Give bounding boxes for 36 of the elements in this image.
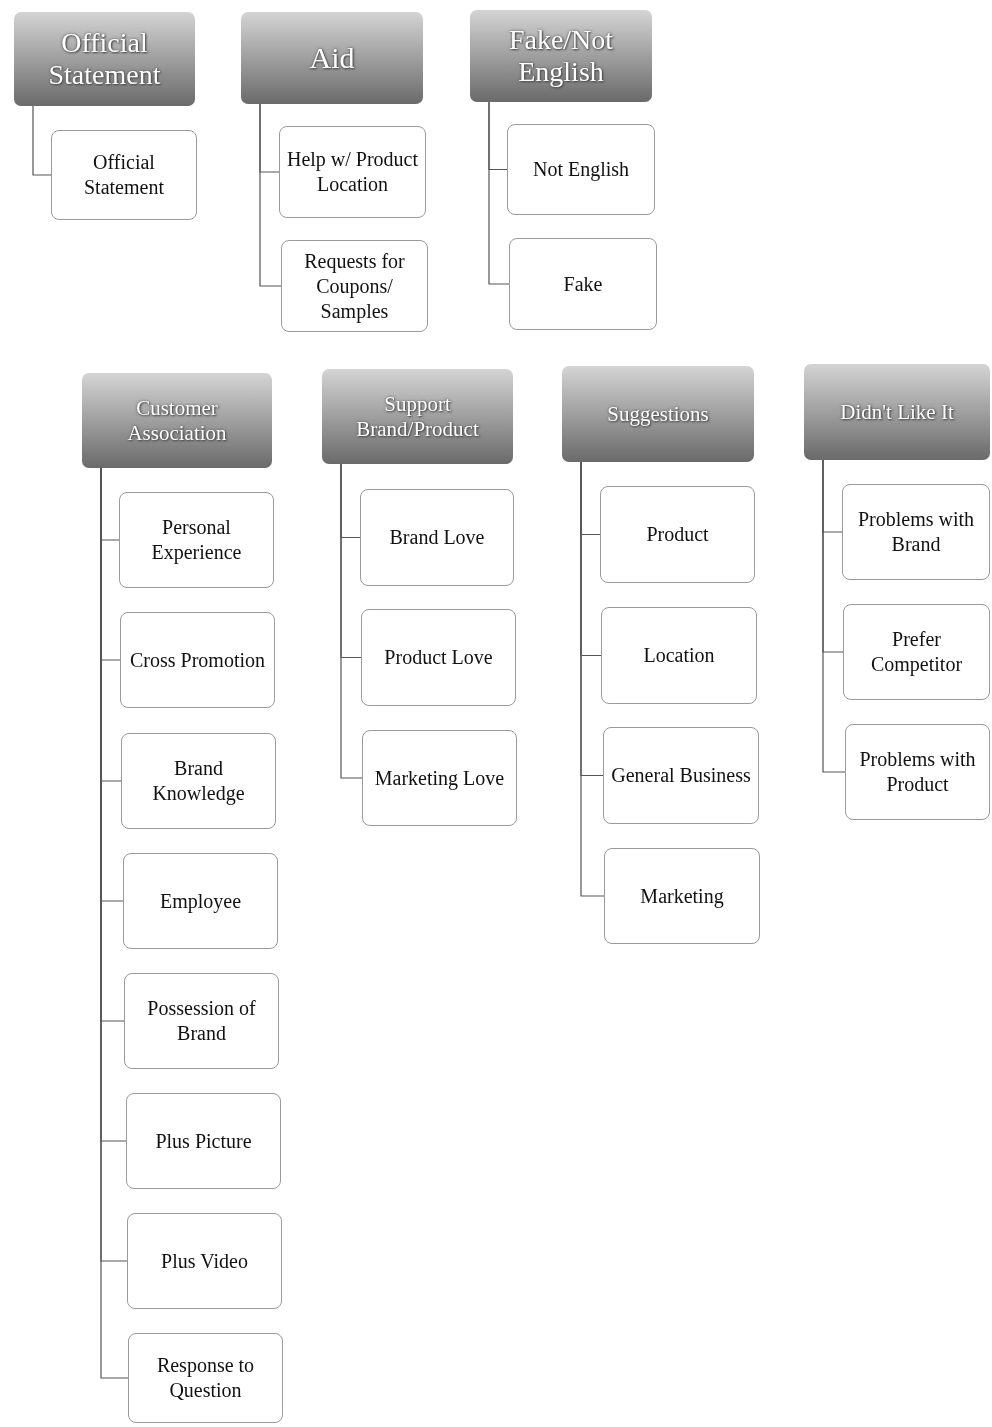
connector-line (580, 461, 605, 897)
category-header: Fake/Not English (470, 10, 652, 102)
category-header: Support Brand/Product (322, 369, 513, 464)
subcategory-box: Response to Question (128, 1333, 283, 1423)
subcategory-box: Plus Video (127, 1213, 282, 1309)
subcategory-box: Problems with Brand (842, 484, 990, 580)
category-header: Customer Association (82, 373, 272, 468)
subcategory-box: Marketing Love (362, 730, 517, 826)
subcategory-box: General Business (603, 727, 759, 824)
subcategory-box: Fake (509, 238, 657, 330)
connector-line (32, 105, 52, 176)
category-header: Didn't Like It (804, 364, 990, 460)
category-header: Suggestions (562, 366, 754, 462)
subcategory-box: Prefer Competitor (843, 604, 990, 700)
subcategory-box: Cross Promotion (120, 612, 275, 708)
subcategory-box: Product (600, 486, 755, 583)
subcategory-box: Problems with Product (845, 724, 990, 820)
subcategory-box: Product Love (361, 609, 516, 706)
category-header: Aid (241, 12, 423, 104)
subcategory-box: Marketing (604, 848, 760, 944)
subcategory-box: Brand Knowledge (121, 733, 276, 829)
subcategory-box: Personal Experience (119, 492, 274, 588)
connector-line (259, 103, 282, 287)
category-header: Official Statement (14, 12, 195, 106)
connector-line (340, 463, 363, 779)
subcategory-box: Not English (507, 124, 655, 215)
subcategory-box: Employee (123, 853, 278, 949)
subcategory-box: Possession of Brand (124, 973, 279, 1069)
connector-line (488, 101, 510, 285)
connector-line (822, 459, 846, 773)
subcategory-box: Brand Love (360, 489, 514, 586)
subcategory-box: Requests for Coupons/ Samples (281, 240, 428, 332)
subcategory-box: Help w/ Product Location (279, 126, 426, 218)
subcategory-box: Location (601, 607, 757, 704)
subcategory-box: Official Statement (51, 130, 197, 220)
subcategory-box: Plus Picture (126, 1093, 281, 1189)
